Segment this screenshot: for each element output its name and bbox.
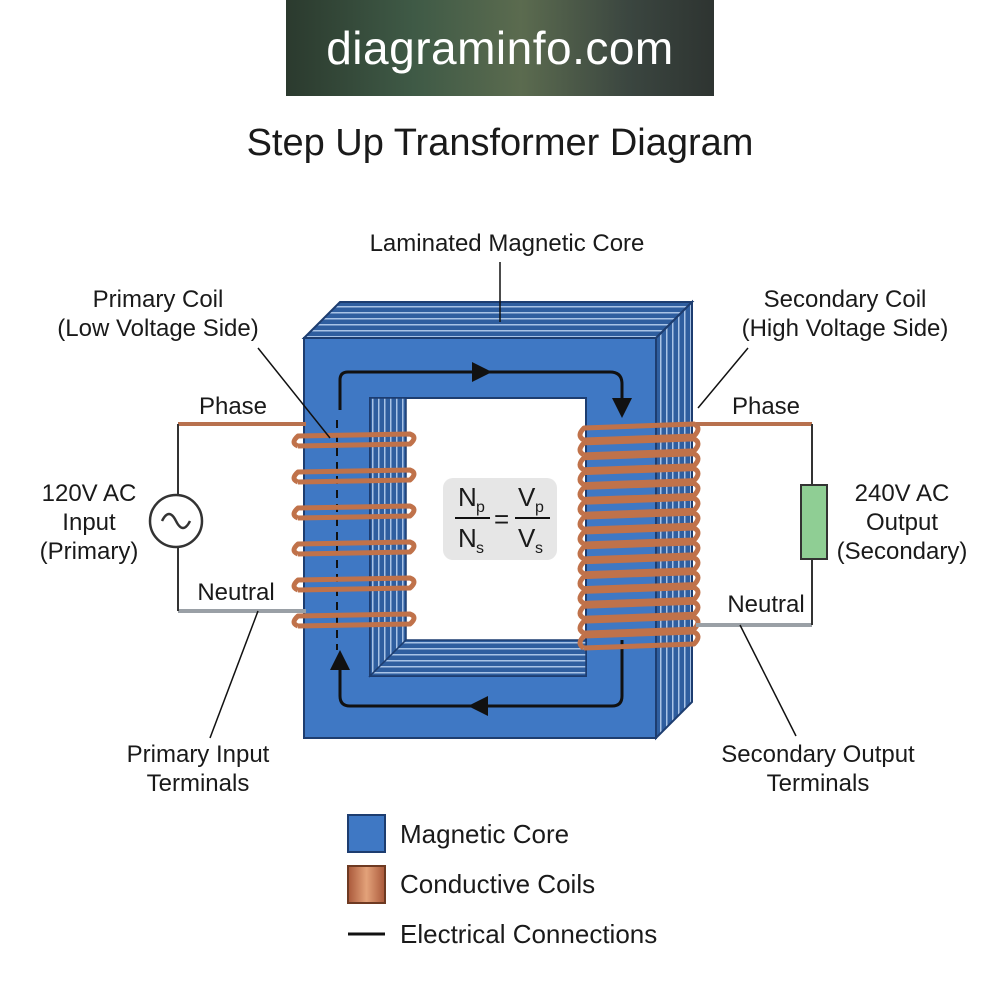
eq-vp: V: [518, 482, 536, 512]
secondary-coil-turn: [577, 584, 701, 606]
secondary-coil-turn: [577, 421, 701, 443]
primary-neutral-label: Neutral: [197, 579, 274, 606]
diagram-title: Step Up Transformer Diagram: [246, 122, 754, 164]
legend-coil-swatch: [347, 865, 386, 904]
eq-vs-sub: s: [535, 540, 543, 557]
secondary-terminal-leader: [739, 624, 797, 737]
legend-core-label: Magnetic Core: [400, 819, 569, 849]
secondary-coil-turn: [577, 436, 701, 458]
input-label-3: (Primary): [40, 538, 139, 565]
output-label-3: (Secondary): [837, 538, 968, 565]
secondary-phase-label: Phase: [732, 393, 800, 420]
primary-coil-turn: [291, 539, 417, 557]
core-label: Laminated Magnetic Core: [370, 230, 645, 257]
secondary-coil-turn: [577, 495, 701, 517]
primary-circuit: [148, 422, 306, 613]
secondary-terminals-label-2: Terminals: [767, 770, 870, 797]
primary-coil-leader: [257, 347, 331, 439]
secondary-coil-turn: [577, 540, 701, 562]
secondary-coil-turn: [577, 555, 701, 577]
flux-arrow-bottom: [468, 696, 488, 716]
secondary-coil-turn: [577, 466, 701, 488]
secondary-coil-turn: [577, 480, 701, 502]
legend-core-swatch: [347, 814, 386, 853]
input-label-2: Input: [62, 509, 116, 536]
secondary-coil-leader: [697, 347, 749, 409]
primary-coil-turn: [291, 503, 417, 521]
primary-coil-turn: [291, 431, 417, 449]
primary-terminals-label-2: Terminals: [147, 770, 250, 797]
primary-phase-label: Phase: [199, 393, 267, 420]
primary-coil-turn: [291, 467, 417, 485]
secondary-coil-turn: [577, 525, 701, 547]
eq-vp-sub: p: [535, 499, 544, 516]
flux-arrow-right: [612, 398, 632, 418]
legend: Magnetic Core Conductive Coils Electrica…: [347, 814, 657, 949]
core-window-left-depth: [369, 397, 407, 678]
flux-arrow-left: [330, 650, 350, 670]
eq-ns: N: [458, 523, 477, 553]
output-label-1: 240V AC: [855, 480, 950, 507]
secondary-terminals-label-1: Secondary Output: [721, 741, 915, 768]
turns-ratio-equation: N p N s = V p V s: [443, 478, 557, 560]
core-window-bottom-depth: [368, 639, 587, 677]
primary-terminal-leader: [209, 610, 259, 739]
secondary-coil-turn: [577, 570, 701, 592]
legend-coil-label: Conductive Coils: [400, 869, 595, 899]
eq-equals: =: [494, 504, 509, 534]
primary-coil-turn: [291, 611, 417, 629]
secondary-circuit: [696, 422, 828, 627]
secondary-coil-turn: [577, 510, 701, 532]
equation-box: [443, 478, 557, 560]
secondary-coil-label-2: (High Voltage Side): [742, 315, 949, 342]
primary-coil: [291, 431, 417, 629]
input-label-1: 120V AC: [42, 480, 137, 507]
secondary-neutral-label: Neutral: [727, 591, 804, 618]
secondary-coil-turn: [577, 451, 701, 473]
legend-connection-label: Electrical Connections: [400, 919, 657, 949]
primary-coil-turn: [291, 575, 417, 593]
primary-coil-label-1: Primary Coil: [93, 286, 224, 313]
secondary-coil-label-1: Secondary Coil: [764, 286, 927, 313]
primary-coil-label-2: (Low Voltage Side): [57, 315, 258, 342]
primary-terminals-label-1: Primary Input: [127, 741, 270, 768]
watermark-banner: diagraminfo.com: [286, 0, 714, 96]
eq-np-sub: p: [476, 499, 485, 516]
core-top-face: [301, 301, 695, 339]
eq-vs: V: [518, 523, 536, 553]
leader-lines: [209, 262, 797, 739]
eq-np: N: [458, 482, 477, 512]
secondary-coil: [577, 421, 701, 651]
flux-arrow-top: [472, 362, 492, 382]
eq-ns-sub: s: [476, 540, 484, 557]
sine-wave-icon: [160, 512, 192, 530]
output-load-icon: [800, 484, 828, 560]
output-label-2: Output: [866, 509, 938, 536]
secondary-coil-turn: [577, 629, 701, 651]
watermark-text: diagraminfo.com: [326, 22, 674, 74]
secondary-coil-turn: [577, 599, 701, 621]
core-right-face: [655, 299, 693, 741]
